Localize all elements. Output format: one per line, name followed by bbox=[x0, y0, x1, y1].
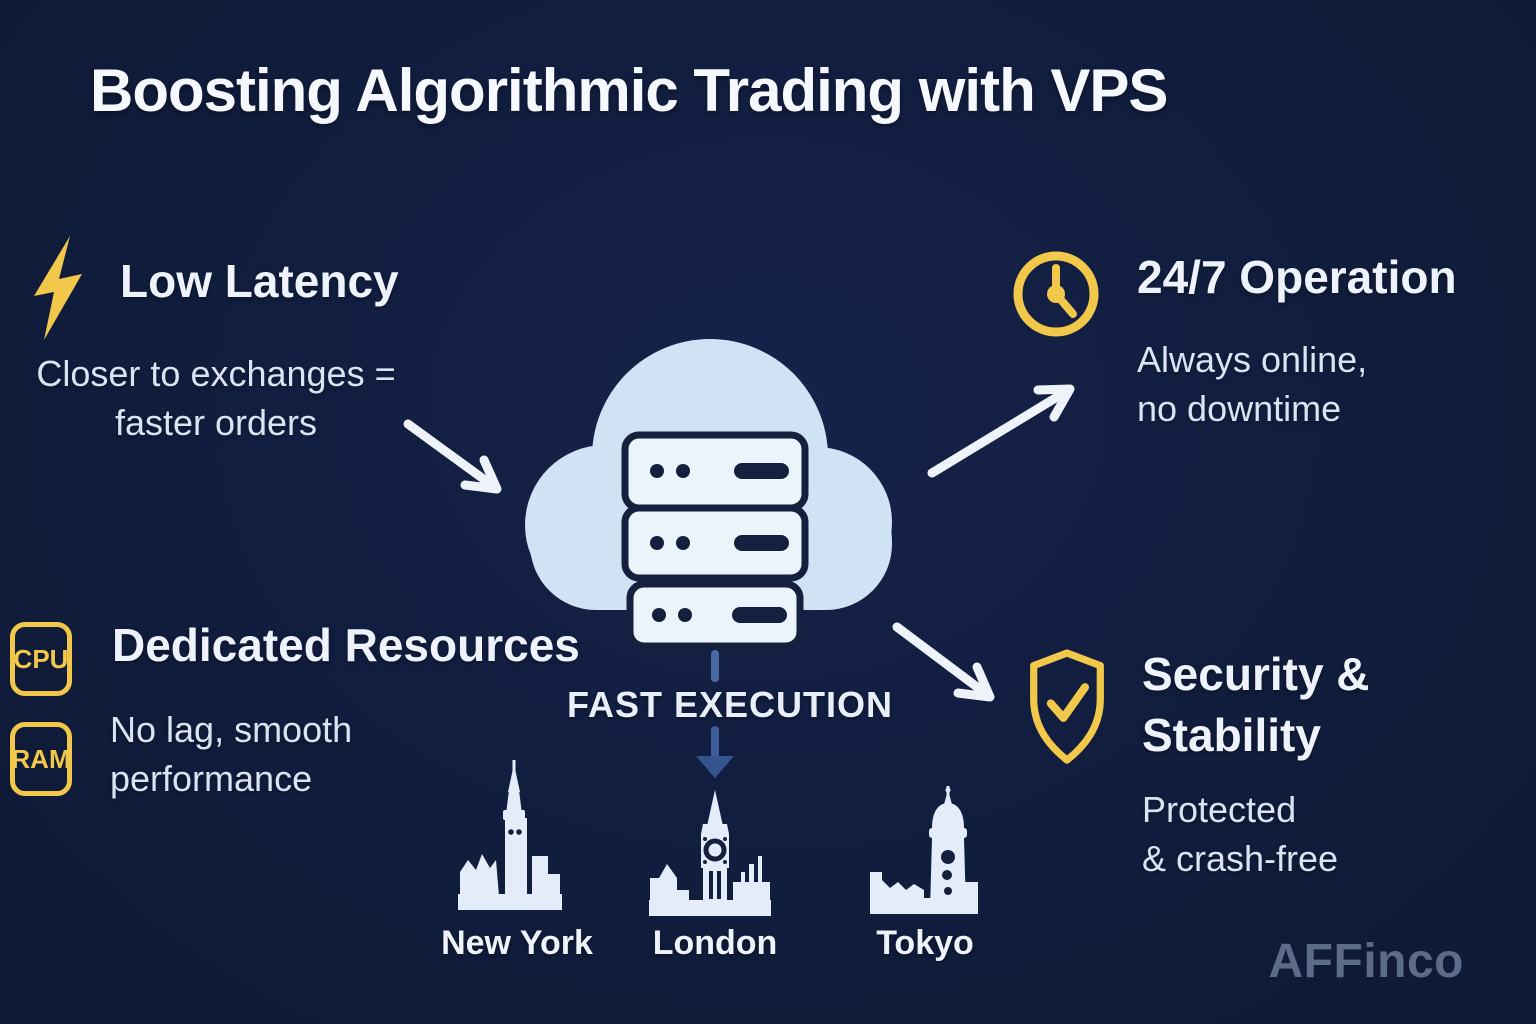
city-label-london: London bbox=[652, 924, 778, 962]
tokyo-skyline-icon bbox=[870, 786, 978, 914]
server-stack bbox=[621, 431, 809, 650]
ram-chip-icon: RAM bbox=[10, 722, 72, 796]
fast-execution-arrowhead-icon bbox=[696, 756, 734, 778]
ram-badge-label: RAM bbox=[11, 743, 71, 774]
low-latency-title: Low Latency bbox=[120, 255, 399, 307]
cloud-server-icon bbox=[525, 339, 892, 650]
london-skyline-icon bbox=[649, 790, 771, 916]
fast-execution-label: FAST EXECUTION bbox=[566, 684, 894, 725]
security-title: Security & Stability bbox=[1142, 648, 1370, 761]
watermark-logo: AFFinco bbox=[1268, 935, 1464, 988]
fast-execution-arrow-top bbox=[711, 650, 719, 682]
clock-icon bbox=[1013, 251, 1099, 337]
new-york-skyline-icon bbox=[458, 760, 562, 910]
cpu-chip-icon: CPU bbox=[10, 622, 72, 696]
operation-description: Always online, no downtime bbox=[1137, 339, 1368, 429]
page-title: Boosting Algorithmic Trading with VPS bbox=[90, 57, 1168, 124]
city-label-tokyo: Tokyo bbox=[876, 924, 974, 962]
arrow-cloud-to-operation bbox=[927, 384, 1075, 478]
city-label-new-york: New York bbox=[441, 924, 593, 962]
low-latency-description: Closer to exchanges = faster orders bbox=[36, 353, 396, 443]
shield-check-icon bbox=[1030, 649, 1104, 764]
security-description: Protected & crash-free bbox=[1142, 789, 1339, 879]
dedicated-resources-description: No lag, smooth performance bbox=[110, 709, 353, 799]
cpu-badge-label: CPU bbox=[13, 643, 69, 674]
fast-execution-arrow-shaft bbox=[711, 726, 719, 758]
lightning-bolt-icon bbox=[34, 236, 82, 340]
dedicated-resources-title: Dedicated Resources bbox=[112, 619, 580, 671]
operation-title: 24/7 Operation bbox=[1137, 251, 1457, 303]
